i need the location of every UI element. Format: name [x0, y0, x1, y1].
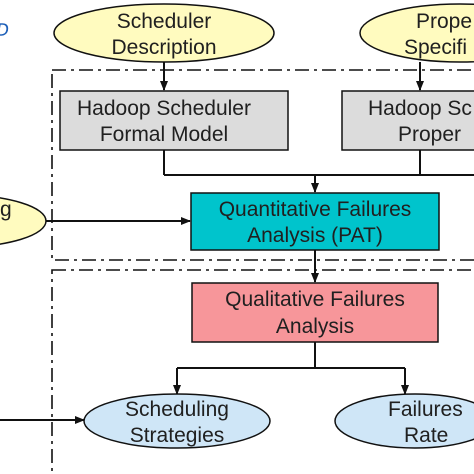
- left-input-shape: [0, 197, 47, 245]
- quantitative-analysis-line2: Analysis (PAT): [247, 224, 383, 247]
- node-qualitative-analysis: Qualitative Failures Analysis: [191, 282, 439, 343]
- scheduling-strategies-line1: Scheduling: [125, 398, 229, 421]
- quantitative-analysis-shape: [190, 192, 440, 251]
- qualitative-analysis-shape: [191, 282, 439, 343]
- failures-rate-line1: Failures: [388, 398, 463, 421]
- logo-fragment-text: D: [0, 20, 9, 40]
- failures-rate-line2: Rate: [404, 424, 448, 447]
- node-properties: Hadoop Sc Proper: [341, 90, 474, 151]
- node-quantitative-analysis: Quantitative Failures Analysis (PAT): [190, 192, 440, 251]
- formal-model-line2: Formal Model: [100, 123, 228, 146]
- properties-shape: [341, 90, 474, 151]
- properties-line1: Hadoop Sc: [368, 97, 472, 120]
- property-specification-line2: Specifi: [404, 36, 467, 59]
- node-left-input: g: [0, 197, 47, 245]
- connectors: [0, 62, 474, 424]
- formal-model-shape: [59, 90, 289, 151]
- node-failures-rate: Failures Rate: [334, 393, 474, 449]
- left-input-text: g: [0, 198, 12, 221]
- scheduler-description-line1: Scheduler: [117, 10, 212, 33]
- property-specification-line1: Prope: [416, 10, 472, 33]
- node-scheduler-description: Scheduler Description: [53, 3, 275, 63]
- properties-line2: Proper: [398, 123, 461, 146]
- scheduler-description-line2: Description: [111, 36, 216, 59]
- scheduling-strategies-shape: [83, 393, 271, 449]
- scheduling-strategies-line2: Strategies: [130, 424, 225, 447]
- analysis-results-group-frame: [51, 269, 474, 474]
- node-formal-model: Hadoop Scheduler Formal Model: [59, 90, 289, 151]
- failures-rate-shape: [334, 393, 474, 449]
- logo-fragment: D: [0, 20, 9, 41]
- scheduler-description-shape: [53, 3, 275, 63]
- formal-model-line1: Hadoop Scheduler: [77, 97, 251, 120]
- property-specification-shape: [359, 3, 474, 63]
- quantitative-analysis-line1: Quantitative Failures: [219, 198, 412, 221]
- qualitative-analysis-line2: Analysis: [276, 315, 354, 338]
- formal-modeling-group-frame: [51, 69, 474, 261]
- qualitative-analysis-line1: Qualitative Failures: [225, 288, 405, 311]
- node-property-specification: Prope Specifi: [359, 3, 474, 63]
- node-scheduling-strategies: Scheduling Strategies: [83, 393, 271, 449]
